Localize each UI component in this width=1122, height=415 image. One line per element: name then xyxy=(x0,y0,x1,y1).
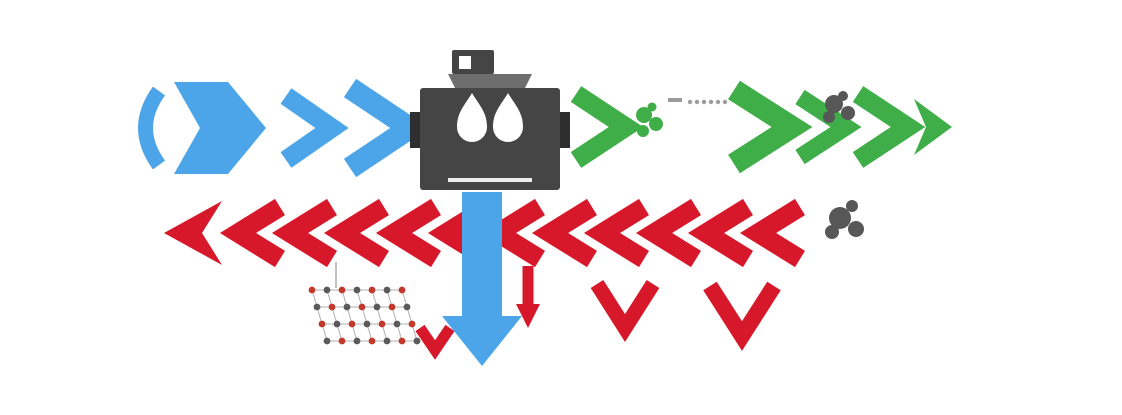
furnace-chimney xyxy=(448,74,532,90)
carrier-gas-flow xyxy=(138,78,430,178)
return-chevron-1 xyxy=(219,198,286,268)
dotted-diffusion-path xyxy=(668,98,728,105)
particle-cluster-top xyxy=(823,91,855,123)
furnace-controller xyxy=(452,50,494,74)
deposition-arrow-shaft xyxy=(462,192,502,320)
diffusion-dash xyxy=(668,98,682,102)
crystal-lattice xyxy=(308,286,421,345)
vapor-chevron-2 xyxy=(728,80,813,174)
furnace-base-line xyxy=(448,178,532,182)
precursor-flask-1 xyxy=(457,93,488,143)
tube-furnace xyxy=(410,50,570,190)
gas-recirculation-curve xyxy=(138,86,166,170)
return-chevron-7 xyxy=(531,198,598,268)
red-down-vee-2 xyxy=(703,281,781,351)
vapor-arrowhead-final xyxy=(914,99,952,155)
return-chevron-8 xyxy=(583,198,650,268)
red-down-vee-1 xyxy=(590,279,660,342)
precursor-flask-2 xyxy=(493,93,523,142)
controller-display xyxy=(459,56,471,69)
furnace-body xyxy=(420,88,560,190)
gas-chevron-2 xyxy=(343,78,430,178)
return-chevron-2 xyxy=(271,198,338,268)
particle-cluster-return xyxy=(825,200,864,239)
gas-chevron-1 xyxy=(280,88,349,168)
red-down-arrow-head xyxy=(516,304,540,328)
furnace-inlet-port xyxy=(410,112,420,148)
red-deposit-mark-left xyxy=(415,324,455,360)
deposition-arrow-head xyxy=(442,316,522,366)
vapor-chevron-4 xyxy=(852,86,926,168)
return-chevron-4 xyxy=(375,198,442,268)
gas-arrow-large xyxy=(174,82,266,174)
vapor-chevron-3 xyxy=(795,89,862,165)
vapor-chevron-1 xyxy=(570,86,644,168)
return-chevron-10 xyxy=(687,198,754,268)
return-path-flow xyxy=(164,198,806,360)
vapor-particle-blob xyxy=(636,102,663,137)
return-arrowhead xyxy=(164,201,222,265)
deposition-arrow xyxy=(442,192,522,366)
return-chevron-9 xyxy=(635,198,702,268)
vapor-transport-flow xyxy=(570,80,952,174)
furnace-outlet-port xyxy=(560,112,570,148)
return-chevron-11 xyxy=(739,198,806,268)
return-chevron-3 xyxy=(323,198,390,268)
